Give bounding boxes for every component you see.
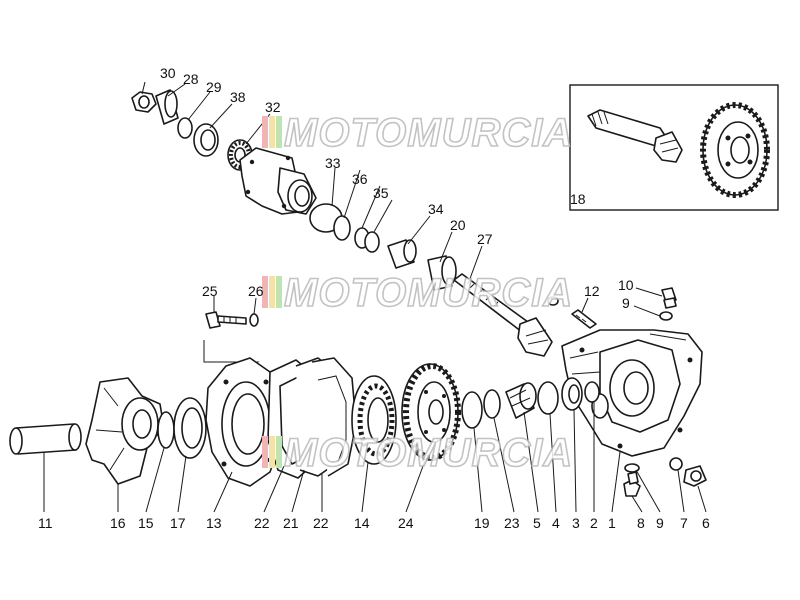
part-3-seal xyxy=(561,377,583,411)
inset-crown-wheel xyxy=(700,102,770,198)
callout-13: 13 xyxy=(206,515,222,531)
part-25-bolt xyxy=(205,311,247,329)
callout-9-upper: 9 xyxy=(622,295,630,311)
callout-35: 35 xyxy=(373,185,389,201)
callout-7: 7 xyxy=(680,515,688,531)
callout-27: 27 xyxy=(477,231,493,247)
part-33-shim xyxy=(333,215,351,241)
callout-14: 14 xyxy=(354,515,370,531)
callout-1: 1 xyxy=(608,515,616,531)
callout-9-lower: 9 xyxy=(656,515,664,531)
callout-22-b: 22 xyxy=(313,515,329,531)
callout-23: 23 xyxy=(504,515,520,531)
callout-26: 26 xyxy=(248,283,264,299)
watermark-bottom: MOTOMURCIA xyxy=(262,430,573,476)
part-4-shim xyxy=(537,381,559,415)
part-26-washer xyxy=(249,313,259,327)
callout-6: 6 xyxy=(702,515,710,531)
part-34-sleeve xyxy=(387,239,417,269)
part-24-crown-gear xyxy=(401,363,461,461)
watermark-middle: MOTOMURCIA xyxy=(262,270,573,316)
callout-33: 33 xyxy=(325,155,341,171)
callout-38: 38 xyxy=(230,89,246,105)
callout-22-a: 22 xyxy=(254,515,270,531)
part-20-bearing xyxy=(427,255,457,291)
callout-11: 11 xyxy=(38,515,53,531)
watermark-text-top: MOTOMURCIA xyxy=(284,111,573,155)
watermark-text-middle: MOTOMURCIA xyxy=(284,271,573,315)
callouts-bottom-row: 11 16 15 17 13 22 21 22 14 24 19 23 5 4 … xyxy=(38,515,710,531)
part-9-washer-upper xyxy=(659,311,673,321)
small-washer xyxy=(547,296,559,306)
inset-box-gear-set: 18 xyxy=(569,84,779,211)
callout-21: 21 xyxy=(283,515,299,531)
callout-8: 8 xyxy=(637,515,645,531)
part-9-washer-lower xyxy=(624,463,640,473)
callout-17: 17 xyxy=(170,515,186,531)
part-5-bearing xyxy=(505,382,537,419)
callout-20: 20 xyxy=(450,217,466,233)
inset-pinion-shaft xyxy=(587,109,683,163)
callout-19: 19 xyxy=(474,515,490,531)
callout-28: 28 xyxy=(183,71,199,87)
part-14-bearing xyxy=(351,375,397,465)
part-30-nut xyxy=(131,91,157,113)
callout-4: 4 xyxy=(552,515,560,531)
part-11-sleeve xyxy=(9,423,82,455)
callout-25: 25 xyxy=(202,283,218,299)
callout-5: 5 xyxy=(533,515,541,531)
part-35-ring xyxy=(364,231,380,253)
part-15-ring xyxy=(157,411,175,449)
part-12-stud xyxy=(571,309,597,329)
callout-30: 30 xyxy=(160,65,176,81)
part-7-washer xyxy=(669,457,683,471)
callout-36: 36 xyxy=(352,171,368,187)
callout-24: 24 xyxy=(398,515,414,531)
part-16-hub-flange xyxy=(85,377,165,485)
part-19-shim xyxy=(461,391,483,429)
callouts-upper: 30 28 29 38 32 33 36 35 34 20 27 25 26 1… xyxy=(160,65,634,311)
callout-3: 3 xyxy=(572,515,580,531)
part-23-shim xyxy=(483,389,501,419)
part-17-seal xyxy=(173,397,207,459)
part-10-breather xyxy=(661,287,677,309)
callout-18: 18 xyxy=(570,191,586,207)
callout-34: 34 xyxy=(428,201,444,217)
part-38-oil-seal xyxy=(193,123,219,157)
part-8-bolt xyxy=(623,471,641,497)
watermark-text-bottom: MOTOMURCIA xyxy=(284,431,573,475)
callout-12: 12 xyxy=(584,283,600,299)
callout-10: 10 xyxy=(618,277,634,293)
part-6-plug xyxy=(683,465,707,487)
callout-32: 32 xyxy=(265,99,281,115)
part-32-flanged-housing xyxy=(239,147,317,215)
watermark-top: MOTOMURCIA xyxy=(262,110,573,156)
part-1-housing xyxy=(561,329,703,457)
callout-15: 15 xyxy=(138,515,154,531)
part-28-spacer xyxy=(155,89,179,125)
callout-16: 16 xyxy=(110,515,126,531)
part-27-pinion-shaft xyxy=(453,273,553,357)
part-29-ring xyxy=(177,117,193,139)
callout-29: 29 xyxy=(206,79,222,95)
upper-shaft-group xyxy=(131,89,597,357)
part-2-ring xyxy=(584,381,600,403)
callout-2: 2 xyxy=(590,515,598,531)
